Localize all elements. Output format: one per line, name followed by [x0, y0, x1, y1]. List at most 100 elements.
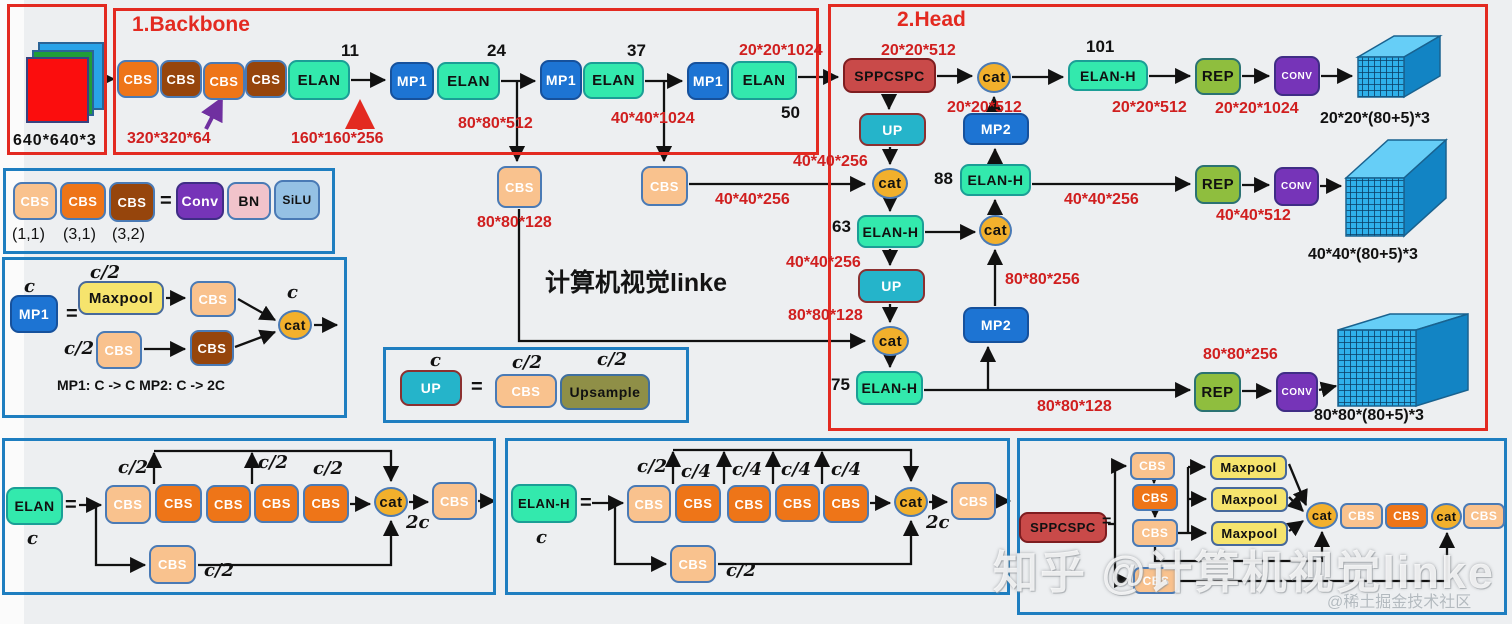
sppcspc-cbs-3: CBS: [1132, 519, 1178, 547]
layer-index-11: 11: [341, 41, 359, 60]
elanh-detail-c: c: [536, 527, 547, 548]
elan-detail-equals: =: [65, 494, 77, 516]
backbone-title: 1.Backbone: [132, 13, 250, 36]
sppcspc-cbs-1: CBS: [1130, 452, 1175, 480]
backbone-cbs-1: CBS: [117, 60, 159, 98]
head-frame: [828, 4, 1488, 431]
up-legend-equals: =: [471, 376, 483, 398]
dim-elanh88-rep: 40*40*256: [1064, 191, 1139, 208]
mp-legend-cbs-bottom2: CBS: [190, 330, 234, 366]
dim-sppcspc-cat: 20*20*512: [881, 42, 956, 59]
head-cat-4: cat: [872, 326, 909, 356]
watermark-juejin: @稀土掘金技术社区: [1327, 594, 1472, 611]
dim-elanh63-down: 40*40*256: [786, 254, 861, 271]
sppcspc-cbs-2: CBS: [1132, 484, 1178, 511]
elan-detail-title-box: ELAN: [6, 487, 63, 525]
output-cube-20: [1355, 34, 1443, 99]
sppcspc-cat-2: cat: [1431, 503, 1462, 530]
elanh-detail-cat: cat: [894, 487, 928, 517]
mp-legend-cbs-bottom1: CBS: [96, 331, 142, 369]
elanh-detail-c4-4: c/4: [831, 459, 862, 480]
elan-detail-cbs-1: CBS: [105, 485, 151, 524]
backbone-elan-4: ELAN: [731, 61, 797, 100]
elanh-detail-c4-3: c/4: [781, 459, 812, 480]
elan-detail-c2-bottom: c/2: [204, 560, 235, 581]
elan-detail-cbs-out: CBS: [432, 482, 477, 520]
legend-silu: SiLU: [274, 180, 320, 220]
layer-index-37: 37: [627, 41, 646, 60]
elan-detail-cbs-4: CBS: [254, 484, 299, 523]
legend-kernel-31: (3,1): [63, 226, 96, 243]
legend-cbs-equals: =: [160, 190, 172, 212]
sppcspc-maxpool-2: Maxpool: [1211, 487, 1288, 512]
sppcspc-cbs-4: CBS: [1340, 503, 1383, 529]
dim-rep2-conv: 40*40*512: [1216, 207, 1291, 224]
backbone-cbs-3: CBS: [203, 62, 245, 100]
up-legend-upsample: Upsample: [560, 374, 650, 410]
head-sppcspc: SPPCSPC: [843, 58, 936, 93]
dim-elanh101-rep: 20*20*512: [1112, 99, 1187, 116]
input-channel-red: [26, 57, 89, 123]
elanh-detail-c4-1: c/4: [681, 461, 712, 482]
elanh-detail-cbs-4: CBS: [775, 484, 820, 522]
elanh-detail-c2-bottom: c/2: [726, 560, 757, 581]
legend-cbs-31: CBS: [60, 182, 106, 220]
backbone-elan-1: ELAN: [288, 60, 350, 100]
sppcspc-cbs-5: CBS: [1385, 503, 1428, 529]
elan-detail-2c: 2c: [406, 512, 430, 533]
output-label-20: 20*20*(80+5)*3: [1320, 110, 1430, 127]
layer-index-75: 75: [831, 375, 850, 394]
sppcspc-detail-frame: [1017, 438, 1507, 615]
mp-legend-cbs-top: CBS: [190, 281, 236, 317]
sppcspc-maxpool-1: Maxpool: [1210, 455, 1287, 480]
head-elanh-63: ELAN-H: [857, 215, 924, 248]
elan-detail-cbs-3: CBS: [206, 485, 251, 523]
legend-conv: Conv: [176, 182, 224, 220]
layer-index-88: 88: [934, 169, 953, 188]
head-up-2: UP: [858, 269, 925, 303]
output-label-80: 80*80*(80+5)*3: [1314, 407, 1424, 424]
elanh-detail-cbs-5: CBS: [823, 484, 869, 523]
head-mp2-1: MP2: [963, 113, 1029, 145]
sppcspc-cat-1: cat: [1306, 502, 1338, 529]
head-elanh-88: ELAN-H: [960, 164, 1031, 196]
head-title: 2.Head: [897, 8, 966, 31]
mp-legend-cat: cat: [278, 310, 312, 340]
head-elanh-75: ELAN-H: [856, 371, 923, 405]
mp-legend-note: MP1: C -> C MP2: C -> 2C: [57, 377, 226, 393]
dim-40x40x256-lateral: 40*40*256: [715, 191, 790, 208]
head-up-1: UP: [859, 113, 926, 146]
backbone-elan-2: ELAN: [437, 62, 500, 100]
watermark-center: 计算机视觉linke: [545, 269, 727, 297]
head-cat-3: cat: [979, 215, 1012, 246]
backbone-mp1-3: MP1: [687, 62, 729, 100]
sppcspc-detail-title-box: SPPCSPC: [1019, 512, 1107, 543]
dim-160x160x256: 160*160*256: [291, 130, 384, 147]
legend-kernel-32: (3,2): [112, 226, 145, 243]
elan-detail-cbs-5: CBS: [303, 484, 349, 523]
elanh-detail-c2: c/2: [637, 456, 668, 477]
lateral-cbs-80: CBS: [497, 166, 542, 208]
elan-detail-c2-1: c/2: [118, 457, 149, 478]
elanh-detail-frame: [505, 438, 1010, 595]
mp-legend-c-in: c: [24, 276, 35, 297]
elanh-detail-cbs-bypass: CBS: [670, 545, 716, 583]
backbone-mp1-1: MP1: [390, 62, 434, 100]
dim-rep3-in: 80*80*256: [1203, 346, 1278, 363]
backbone-mp1-2: MP1: [540, 60, 582, 100]
cbs-legend-frame: [3, 168, 335, 254]
layer-index-63: 63: [832, 217, 851, 236]
elanh-detail-title-box: ELAN-H: [511, 484, 577, 523]
lateral-cbs-40: CBS: [641, 166, 688, 206]
up-legend-frame: [383, 347, 689, 423]
elan-detail-c2-2: c/2: [258, 452, 289, 473]
backbone-cbs-2: CBS: [160, 60, 202, 98]
dim-rep1-conv: 20*20*1024: [1215, 100, 1299, 117]
mp-legend-equals: =: [66, 303, 78, 325]
dim-mp2a-cat: 20*20*512: [947, 99, 1022, 116]
elanh-detail-cbs-2: CBS: [675, 484, 721, 523]
elanh-detail-c4-2: c/4: [732, 459, 763, 480]
layer-index-24: 24: [487, 41, 506, 60]
layer-index-50: 50: [781, 103, 800, 122]
head-rep-3: REP: [1194, 372, 1241, 412]
